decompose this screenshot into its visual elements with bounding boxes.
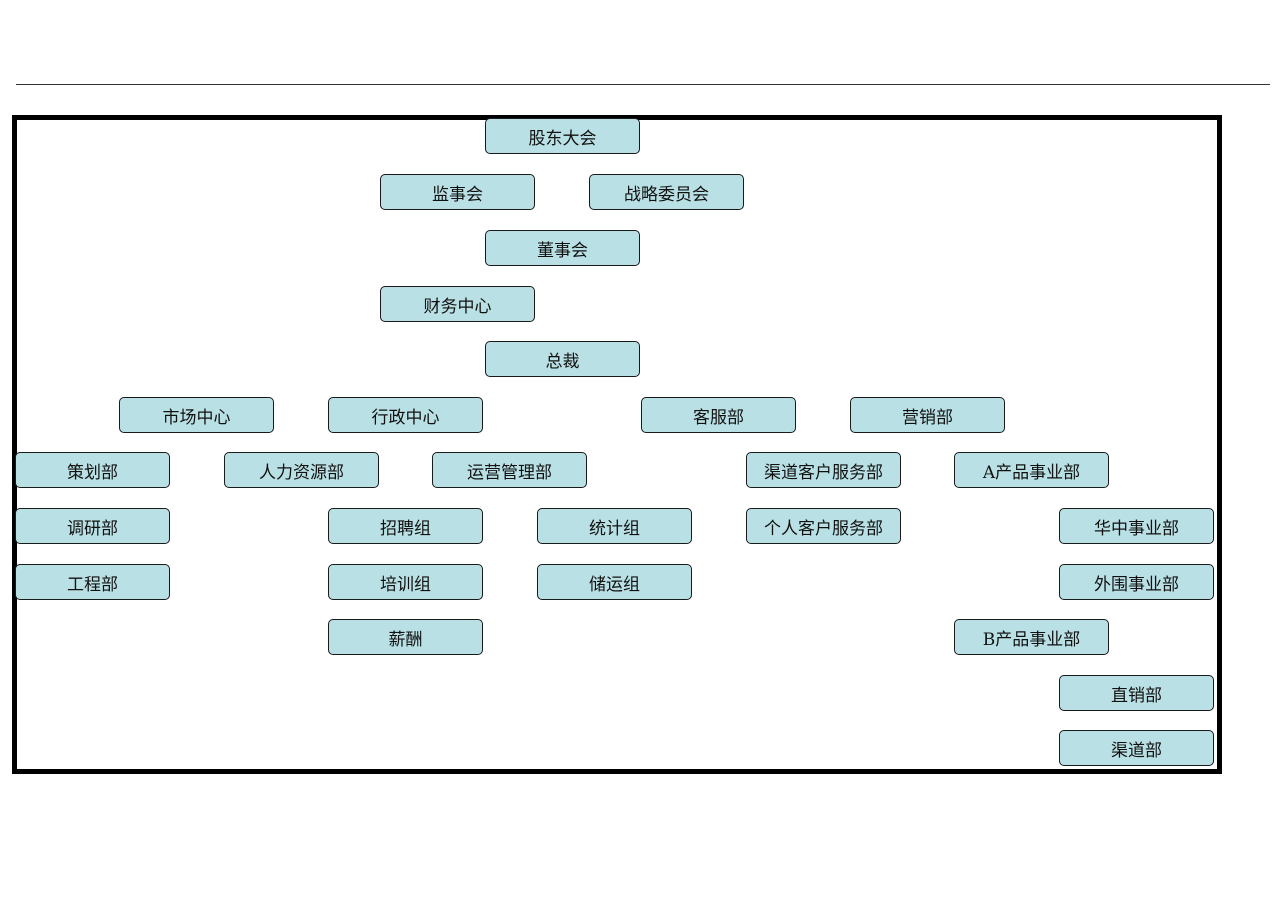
org-node-personal-cs-dept: 个人客户服务部: [746, 508, 901, 544]
org-node-statistics-group: 统计组: [537, 508, 692, 544]
org-node-label: 监事会: [432, 184, 483, 205]
org-node-label: 招聘组: [380, 518, 431, 539]
org-node-label: 调研部: [67, 518, 118, 539]
org-node-central-china-division: 华中事业部: [1059, 508, 1214, 544]
org-node-planning-dept: 策划部: [15, 452, 170, 488]
org-node-label: 渠道客户服务部: [764, 462, 883, 483]
org-node-label: 策划部: [67, 462, 118, 483]
org-node-label: 客服部: [693, 407, 744, 428]
org-node-label: 培训组: [380, 574, 431, 595]
org-node-sales-dept: 营销部: [850, 397, 1005, 433]
org-node-label: 工程部: [67, 574, 118, 595]
org-node-channel-cs-dept: 渠道客户服务部: [746, 452, 901, 488]
org-node-label: 营销部: [902, 407, 953, 428]
org-node-research-dept: 调研部: [15, 508, 170, 544]
org-node-label: 总裁: [545, 351, 580, 372]
org-node-board-of-directors: 董事会: [485, 230, 640, 266]
org-node-shareholders: 股东大会: [485, 118, 640, 154]
org-node-product-a-division: A产品事业部: [954, 452, 1109, 488]
org-chart-frame: [12, 115, 1222, 774]
org-node-label: 个人客户服务部: [764, 518, 883, 539]
org-node-label: 直销部: [1111, 685, 1162, 706]
org-node-logistics-group: 储运组: [537, 564, 692, 600]
org-node-label: 华中事业部: [1094, 518, 1179, 539]
org-node-product-b-division: B产品事业部: [954, 619, 1109, 655]
org-node-engineering-dept: 工程部: [15, 564, 170, 600]
org-node-label: 行政中心: [371, 407, 440, 428]
org-node-label: 人力资源部: [259, 462, 344, 483]
org-node-peripheral-division: 外围事业部: [1059, 564, 1214, 600]
org-node-channel-dept: 渠道部: [1059, 730, 1214, 766]
org-node-customer-service-dept: 客服部: [641, 397, 796, 433]
org-node-hr-dept: 人力资源部: [224, 452, 379, 488]
org-node-compensation: 薪酬: [328, 619, 483, 655]
org-node-label: 股东大会: [528, 128, 597, 149]
org-node-direct-sales-dept: 直销部: [1059, 675, 1214, 711]
org-node-label: B产品事业部: [982, 629, 1081, 650]
org-node-finance-center: 财务中心: [380, 286, 535, 322]
org-node-marketing-center: 市场中心: [119, 397, 274, 433]
org-node-label: 市场中心: [162, 407, 231, 428]
org-node-label: 财务中心: [423, 296, 492, 317]
org-node-label: 渠道部: [1111, 740, 1162, 761]
org-node-label: 战略委员会: [624, 184, 709, 205]
org-node-label: 储运组: [589, 574, 640, 595]
org-node-training-group: 培训组: [328, 564, 483, 600]
org-node-supervisory-board: 监事会: [380, 174, 535, 210]
org-node-admin-center: 行政中心: [328, 397, 483, 433]
org-node-label: 董事会: [537, 240, 588, 261]
org-node-label: 运营管理部: [467, 462, 552, 483]
org-node-president: 总裁: [485, 341, 640, 377]
org-node-label: A产品事业部: [982, 462, 1081, 483]
header-rule: [16, 84, 1270, 85]
org-node-label: 统计组: [589, 518, 640, 539]
org-node-label: 外围事业部: [1094, 574, 1179, 595]
org-node-strategy-committee: 战略委员会: [589, 174, 744, 210]
org-node-operations-dept: 运营管理部: [432, 452, 587, 488]
org-node-recruitment-group: 招聘组: [328, 508, 483, 544]
org-node-label: 薪酬: [388, 629, 423, 650]
